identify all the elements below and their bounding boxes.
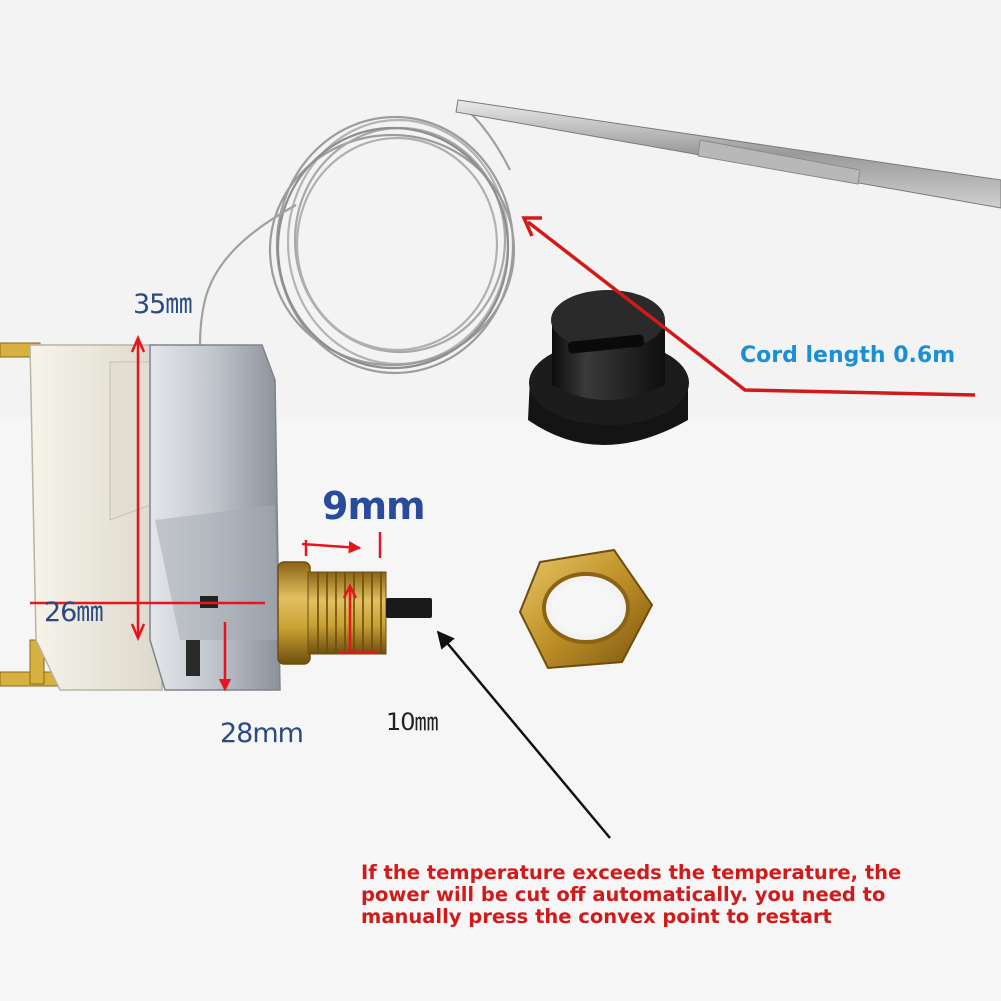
reset-pointer-arrow <box>436 630 611 839</box>
button-dimension-label: 10㎜ <box>386 708 439 736</box>
height-dimension-label: 35㎜ <box>133 289 192 320</box>
width-dimension-label: 26㎜ <box>44 597 103 628</box>
reset-note-line: manually press the convex point to resta… <box>361 905 832 928</box>
reset-note: If the temperature exceeds the temperatu… <box>361 862 981 928</box>
capillary-coil <box>198 100 516 375</box>
reset-note-line: power will be cut off automatically. you… <box>361 883 886 906</box>
depth-dimension-label: 28mm <box>220 718 304 749</box>
dimension-arrows <box>30 334 382 692</box>
cord-pointer <box>521 216 976 397</box>
hex-nut <box>518 548 654 670</box>
knob <box>528 290 689 445</box>
cord-length-label: Cord length 0.6m <box>740 343 956 368</box>
sensor-probe <box>455 99 1001 209</box>
reset-note-line: If the temperature exceeds the temperatu… <box>361 861 902 884</box>
thread-dimension-label: 9mm <box>322 484 426 528</box>
